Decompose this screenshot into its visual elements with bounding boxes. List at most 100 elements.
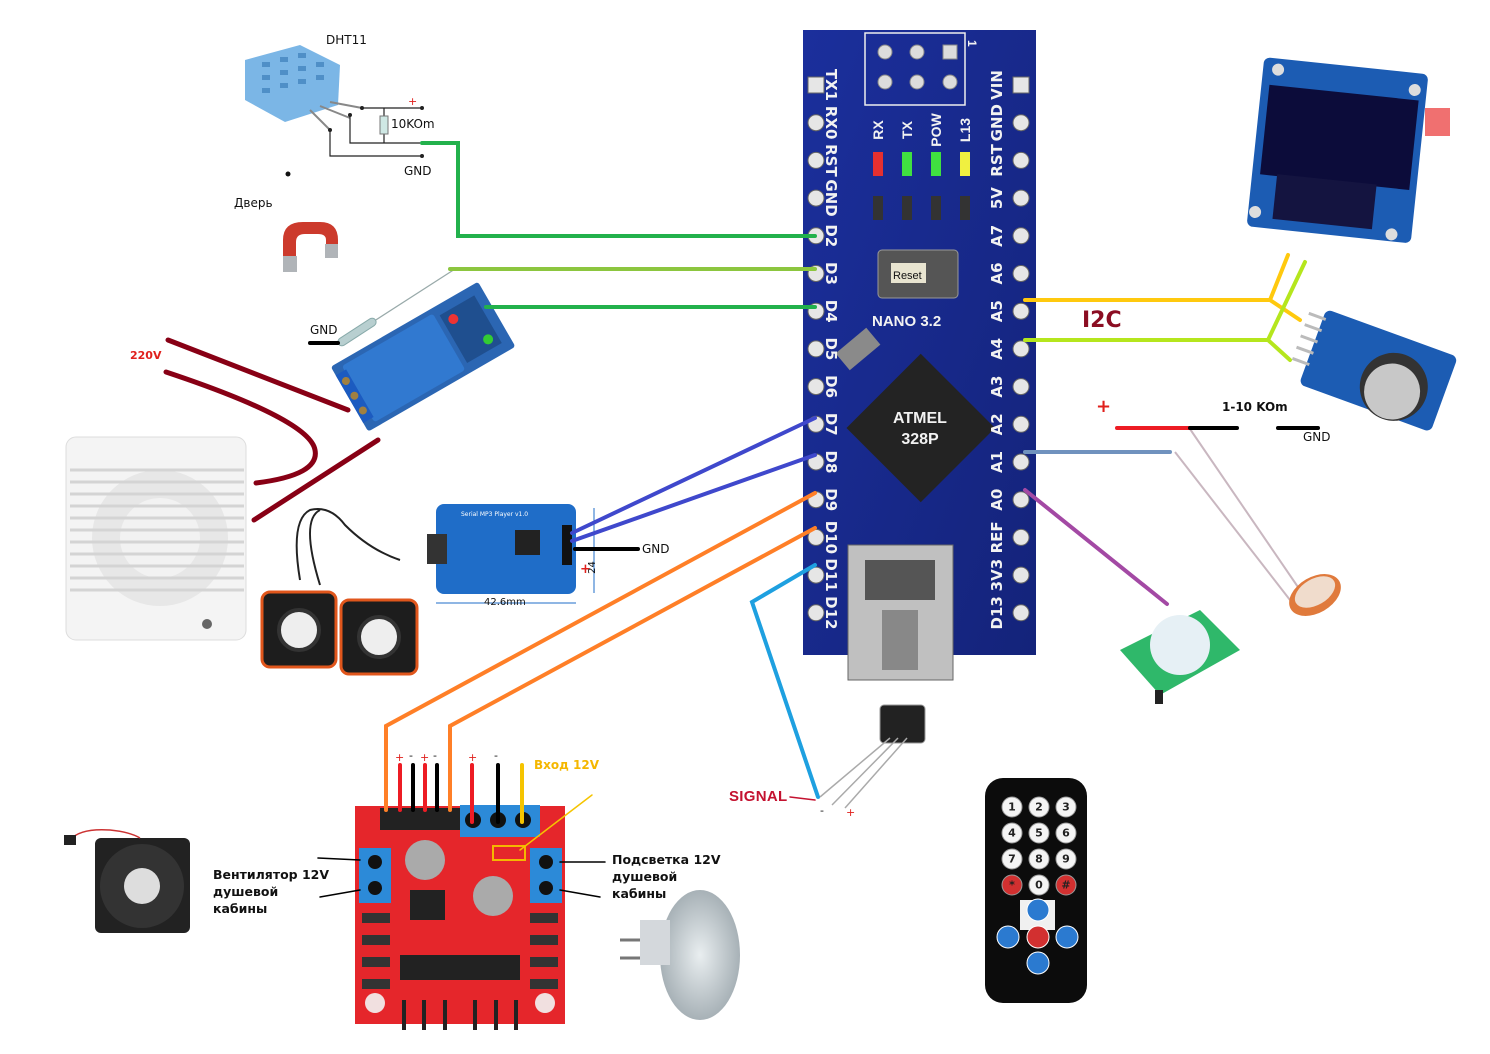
remote-key-star[interactable]	[1001, 874, 1023, 896]
remote-key-label: 5	[1035, 827, 1043, 840]
pin-right-a2	[1012, 415, 1030, 433]
driver-input-12v-label: Вход 12V	[534, 758, 599, 772]
wire-mains-2	[163, 369, 318, 486]
dht11-body	[245, 45, 340, 122]
fan-label-line-3: кабины	[213, 901, 268, 916]
ir-minus-label: -	[820, 804, 824, 817]
driver-header-mark-1: +	[395, 751, 405, 764]
pin-label-d10: D10	[822, 521, 840, 554]
pin-right-a7	[1012, 227, 1030, 245]
led-label-tx: TX	[899, 120, 915, 139]
speakers	[260, 508, 419, 676]
remote-key-8[interactable]	[1028, 848, 1050, 870]
reed-switch	[308, 268, 456, 347]
led-label-l13: L13	[957, 118, 973, 142]
remote-key-6[interactable]	[1055, 822, 1077, 844]
led-lamp	[620, 890, 740, 1020]
remote-key-label: 1	[1008, 801, 1016, 814]
cooler-fan-12v	[64, 828, 190, 933]
dht11-plus-label: +	[408, 95, 418, 108]
wire-mains-1	[165, 337, 351, 413]
wires	[163, 141, 1320, 898]
pin-label-d6: D6	[822, 375, 840, 398]
pin-d6	[807, 378, 825, 396]
pir-sensor	[1120, 610, 1240, 704]
led-label-rx: RX	[870, 120, 886, 140]
pin-label-d2: D2	[822, 224, 840, 247]
remote-key-label: 6	[1062, 827, 1070, 840]
pin-label-right-rst: RST	[988, 143, 1006, 176]
lamp-label-line-3: кабины	[612, 886, 667, 901]
remote-up-button[interactable]	[1026, 898, 1050, 922]
pin-right-a5	[1012, 302, 1030, 320]
pin-right-d13	[1012, 604, 1030, 622]
pin-label-rst: RST	[822, 144, 840, 177]
pin-right-a3	[1012, 378, 1030, 396]
pin-label-right-a2: A2	[988, 413, 1006, 435]
remote-key-label: *	[1009, 879, 1015, 892]
remote-key-5[interactable]	[1028, 822, 1050, 844]
pin-label-d3: D3	[822, 262, 840, 285]
pin-right-a6	[1012, 265, 1030, 282]
chip-label-2: 328P	[901, 431, 939, 448]
remote-key-1[interactable]	[1001, 796, 1023, 818]
remote-key-label: 2	[1035, 801, 1043, 814]
mp3-gnd-label: GND	[642, 542, 670, 556]
wire-ir-d11	[749, 563, 820, 799]
remote-key-7[interactable]	[1001, 848, 1023, 870]
pin-tx1	[807, 76, 825, 94]
pin-label-gnd: GND	[822, 179, 840, 216]
door-label: Дверь	[234, 196, 273, 210]
remote-key-4[interactable]	[1001, 822, 1023, 844]
heatsink	[400, 955, 520, 980]
driver-header-mark-2: -	[409, 749, 413, 762]
remote-key-label: 9	[1062, 853, 1070, 866]
icsp-marker: 1	[965, 40, 979, 47]
pin-label-right-a4: A4	[988, 338, 1006, 360]
ldr-gnd-label: GND	[1303, 430, 1331, 444]
pin-label-right-a7: A7	[988, 225, 1006, 247]
pin-label-d11: D11	[822, 558, 840, 591]
remote-key-2[interactable]	[1028, 796, 1050, 818]
atmega-chip	[846, 353, 995, 503]
driver-header-mark-3: +	[420, 751, 430, 764]
pin-right-vin	[1012, 76, 1030, 94]
remote-key-0[interactable]	[1028, 874, 1050, 896]
remote-ok-button[interactable]	[1026, 925, 1050, 949]
remote-down-button[interactable]	[1026, 951, 1050, 975]
dht11-title: DHT11	[326, 33, 367, 47]
pin-label-rx0: RX0	[822, 106, 840, 140]
wire-mp3-tx-d8	[570, 453, 817, 543]
dht11-gnd-label: GND	[404, 164, 432, 178]
pin-label-right-a6: A6	[988, 262, 1006, 284]
mp3-board-label: Serial MP3 Player v1.0	[461, 511, 528, 518]
driver-power-plus: +	[468, 751, 478, 764]
wire-a0-pir	[1023, 488, 1169, 606]
pullup-resistor	[379, 115, 389, 135]
wire-dht11-d2	[420, 141, 817, 238]
pin-label-right-3v3: 3V3	[988, 559, 1006, 591]
remote-key-9[interactable]	[1055, 848, 1077, 870]
rtc-module	[1291, 310, 1457, 431]
remote-key-label: 3	[1062, 801, 1070, 814]
pin-label-right-a5: A5	[988, 300, 1006, 322]
dht11-sensor	[245, 45, 424, 177]
ir-signal-label: SIGNAL	[729, 788, 788, 805]
fan-12v-label: Вентилятор 12V душевой кабины	[213, 866, 329, 917]
remote-key-3[interactable]	[1055, 796, 1077, 818]
ir-receiver	[819, 704, 926, 809]
remote-right-button[interactable]	[1055, 925, 1079, 949]
i2c-bus-label: I2C	[1082, 308, 1122, 333]
pin-right-ref	[1012, 528, 1030, 546]
pin-label-right-d13: D13	[988, 596, 1006, 629]
remote-key-label: 8	[1035, 853, 1043, 866]
ir-plus-label: +	[846, 806, 856, 819]
pin-right-a4	[1012, 340, 1030, 358]
remote-left-button[interactable]	[996, 925, 1020, 949]
exhaust-fan	[65, 436, 247, 641]
remote-key-hash[interactable]	[1055, 874, 1077, 896]
wire-a5	[1023, 253, 1290, 302]
pin-right-a1	[1012, 453, 1030, 471]
photoresistor	[1174, 428, 1341, 616]
